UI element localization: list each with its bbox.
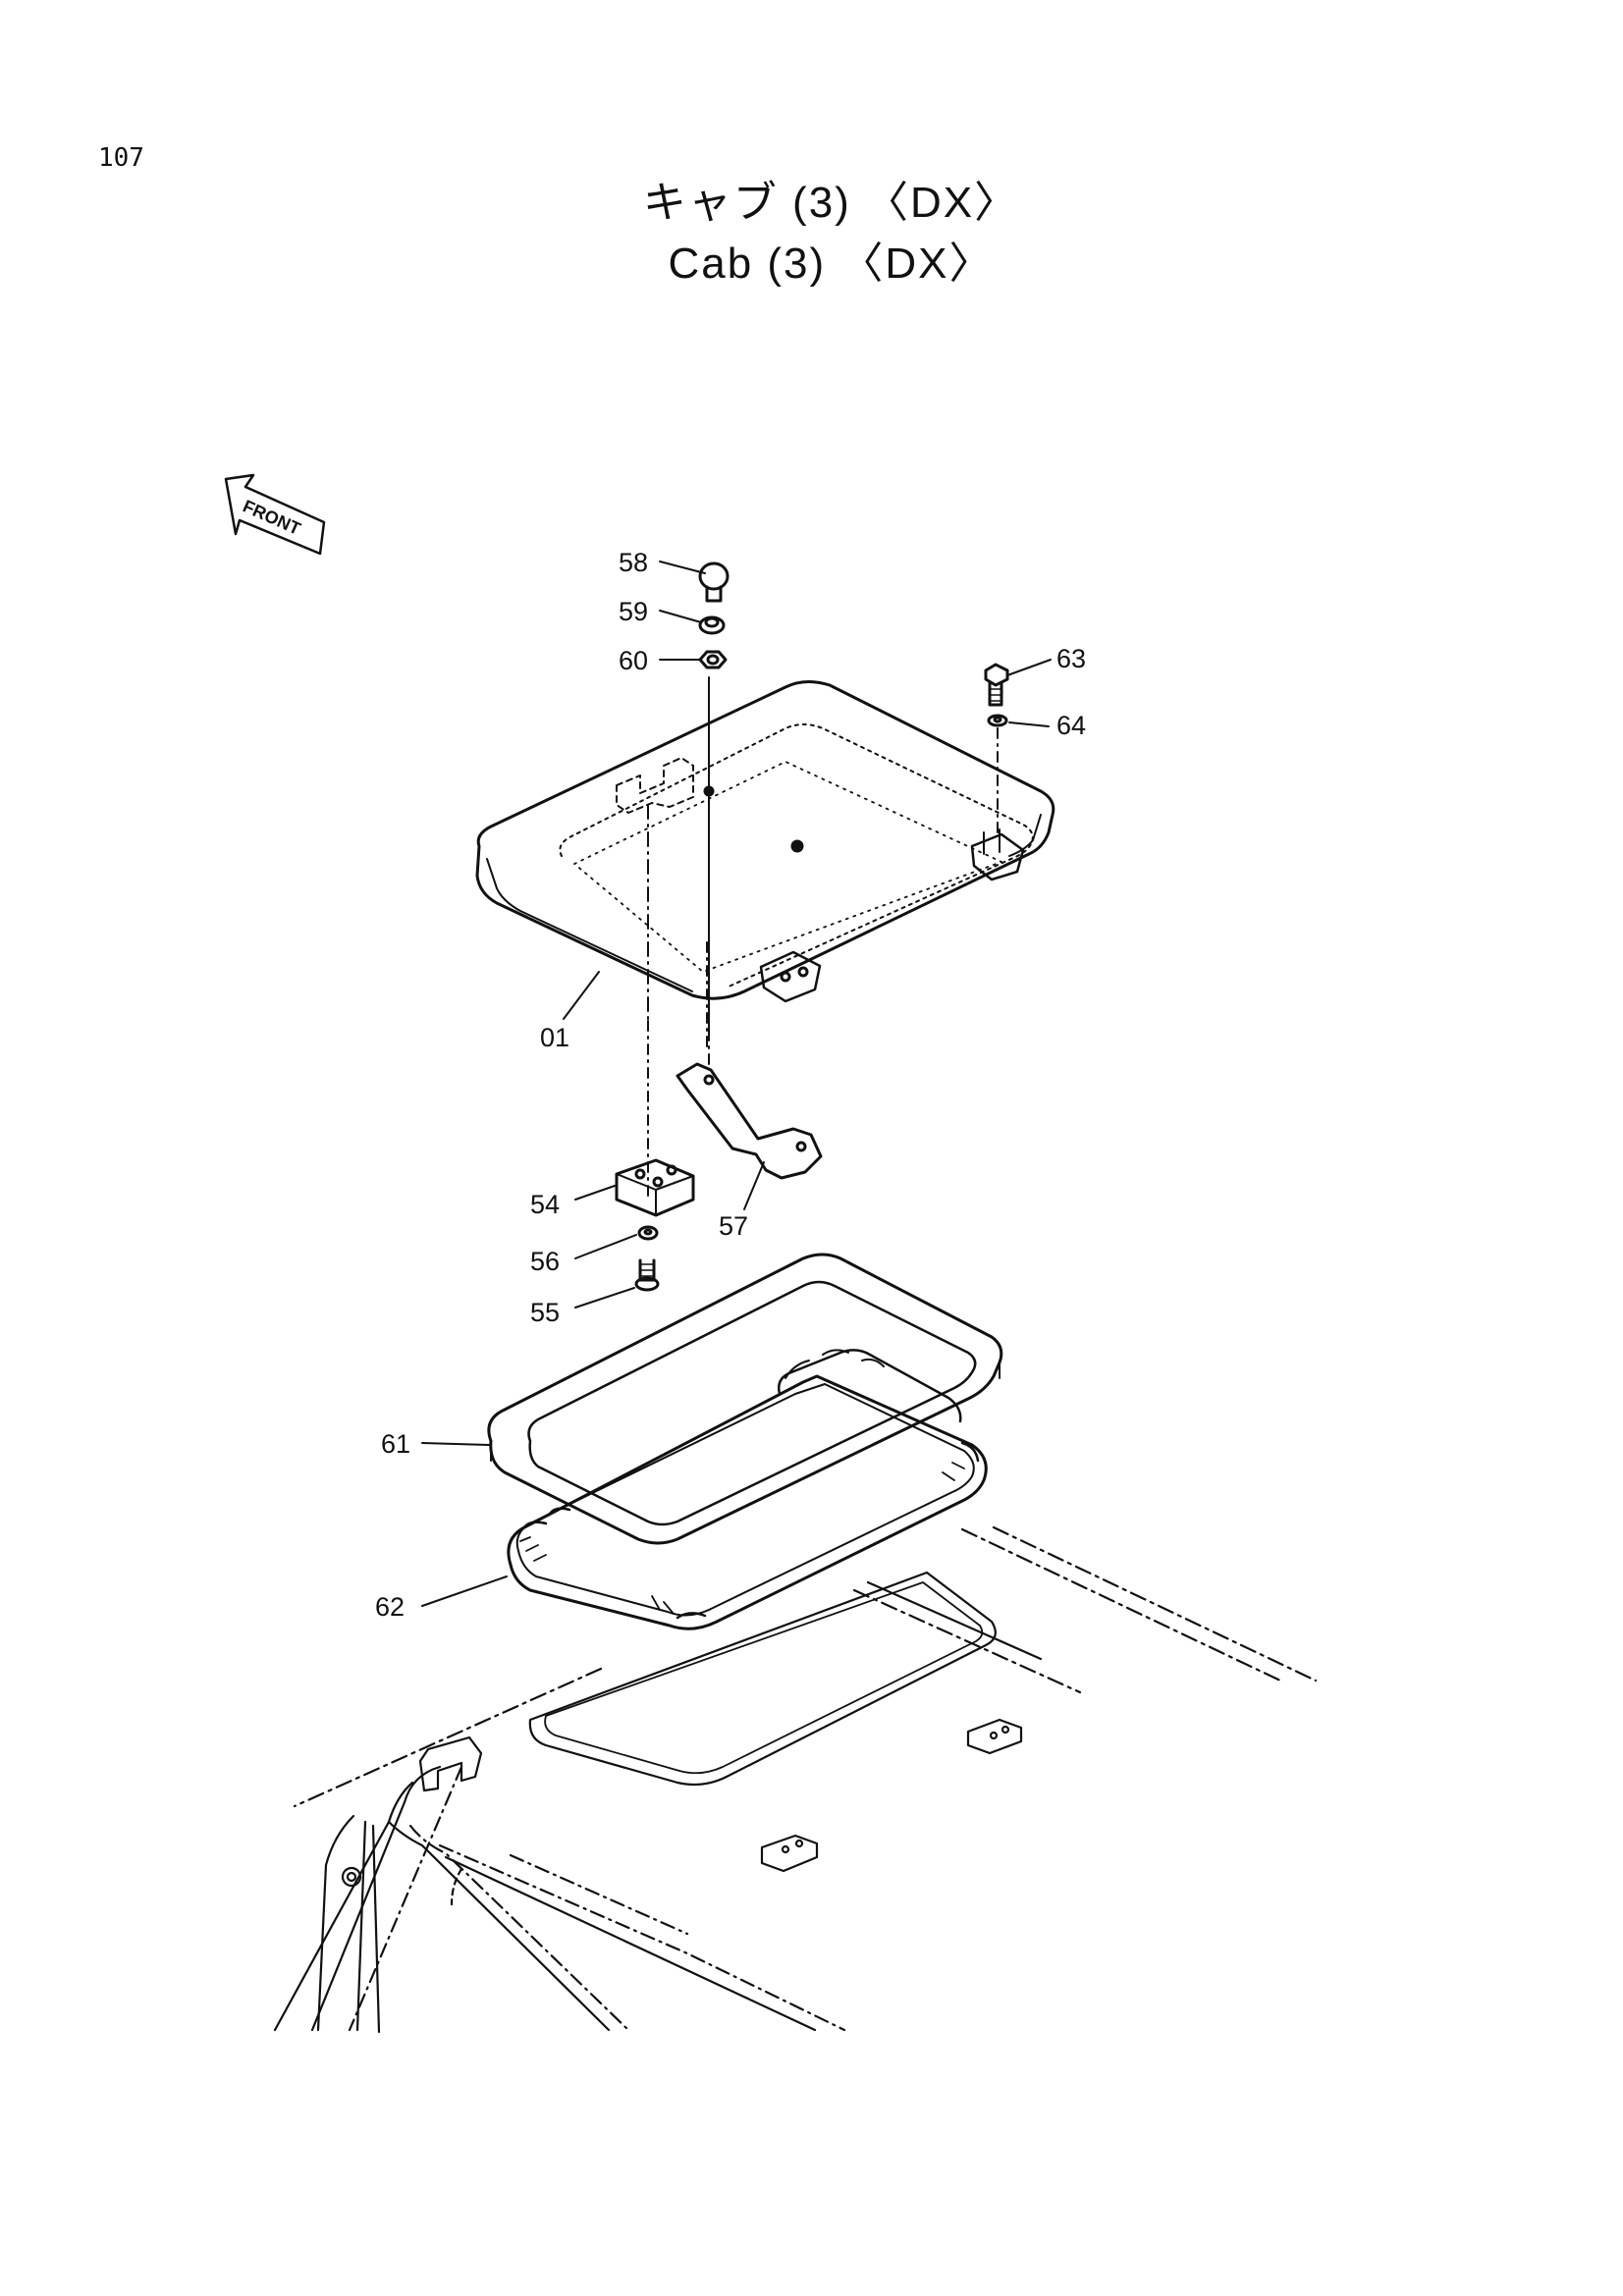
bolt-part-63	[984, 663, 1009, 707]
page-title-english: Cab (3) 〈DX〉	[668, 240, 995, 288]
callout-57: 57	[719, 1211, 748, 1241]
knob-part-58	[698, 561, 730, 603]
handle-part-57	[676, 1062, 823, 1180]
trim-frame-part-62	[507, 1374, 988, 1630]
bracket-part-54	[615, 1158, 695, 1217]
callout-56: 56	[530, 1247, 560, 1276]
inner-gasket	[778, 1349, 962, 1423]
callout-01: 01	[540, 1023, 569, 1052]
washer-part-56	[637, 1225, 659, 1241]
callout-61: 61	[381, 1429, 410, 1459]
washer-part-64	[987, 714, 1008, 727]
nut-part-60	[698, 650, 728, 669]
assembly-lines	[647, 676, 999, 1197]
callout-58: 58	[619, 548, 648, 577]
callout-62: 62	[375, 1592, 405, 1622]
callout-55: 55	[530, 1298, 560, 1327]
seal-frame-part-61	[487, 1253, 1003, 1545]
callout-63: 63	[1056, 644, 1086, 673]
callout-54: 54	[530, 1190, 560, 1219]
page-number: 107	[98, 143, 144, 173]
front-arrow-icon: FRONT	[224, 473, 326, 556]
callout-60: 60	[619, 646, 648, 675]
cab-roof-frame	[273, 1525, 1318, 2034]
screw-part-55	[634, 1258, 660, 1292]
callout-64: 64	[1056, 711, 1086, 740]
callout-labels: 58 59 60 63 64 01 54 57 56 55 61 62	[375, 548, 1086, 1622]
callout-59: 59	[619, 597, 648, 626]
hatch-cover-part-01	[475, 680, 1055, 1003]
page-title-japanese: キャブ (3) 〈DX〉	[642, 179, 1020, 227]
leader-lines	[421, 561, 1052, 1607]
washer-part-59	[698, 615, 726, 635]
